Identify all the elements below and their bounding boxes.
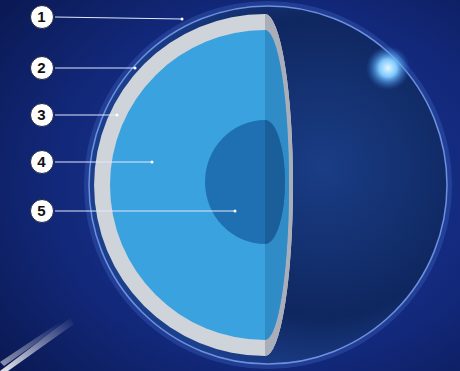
crust-cut-face xyxy=(265,14,293,356)
leader-dots xyxy=(116,18,237,213)
core-layer xyxy=(205,120,285,244)
callout-number: 3 xyxy=(30,103,54,127)
leader-line xyxy=(55,162,152,163)
leader-dot xyxy=(151,161,154,164)
crust-layer xyxy=(94,14,293,356)
leader-line xyxy=(55,68,135,69)
leader-lines xyxy=(55,17,235,211)
bright-spot xyxy=(366,46,410,90)
callout-number: 4 xyxy=(30,150,54,174)
core-cut-face xyxy=(265,120,285,244)
atmosphere-glow xyxy=(84,1,452,369)
comet-streak xyxy=(0,318,74,371)
leader-line xyxy=(55,17,182,19)
leader-dot xyxy=(116,114,119,117)
callout-number: 1 xyxy=(30,5,54,29)
leader-line xyxy=(55,115,117,116)
callout-number: 5 xyxy=(30,199,54,223)
leader-dot xyxy=(234,210,237,213)
planet-body xyxy=(89,6,447,364)
leader-dot xyxy=(181,18,184,21)
leader-line xyxy=(55,211,235,212)
callout-number: 2 xyxy=(30,56,54,80)
mantle-cut-face xyxy=(265,30,289,340)
leader-dot xyxy=(134,67,137,70)
mantle-layer xyxy=(110,30,289,340)
comet-streak xyxy=(0,322,62,366)
